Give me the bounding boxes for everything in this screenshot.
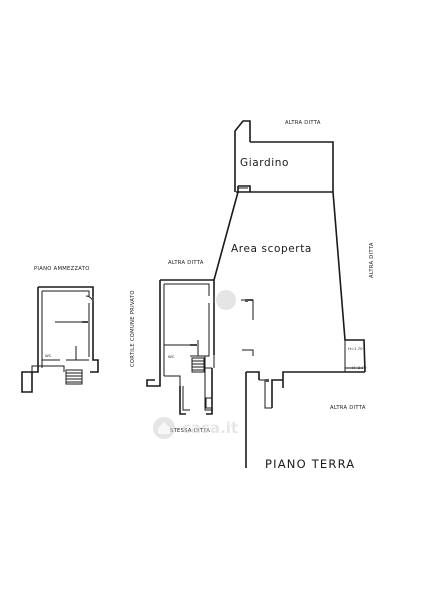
label-stessa-ditta: STESSA DITTA <box>170 428 210 434</box>
piano-terra-plan <box>146 120 366 468</box>
watermark-logo: casa.it <box>153 290 238 439</box>
label-altra-ditta-bottom: ALTRA DITTA <box>330 405 366 411</box>
label-wc-mid: WC <box>168 354 175 359</box>
label-cortile: CORTILE COMUNE PRIVATO <box>130 290 136 367</box>
label-height-1: H=1.70 <box>348 346 363 351</box>
label-area-scoperta: Area scoperta <box>231 243 312 255</box>
label-altra-ditta-right: ALTRA DITTA <box>369 242 375 278</box>
stairs-terra <box>191 357 205 373</box>
label-altra-ditta-top: ALTRA DITTA <box>285 120 321 126</box>
label-wc-left: WC <box>45 353 52 358</box>
label-giardino: Giardino <box>240 157 289 169</box>
label-altra-ditta-left: ALTRA DITTA <box>168 260 204 266</box>
stairs-ammezzato <box>65 369 83 385</box>
label-piano-ammezzato: PIANO AMMEZZATO <box>34 266 90 272</box>
label-piano-terra: PIANO TERRA <box>265 457 355 471</box>
piano-ammezzato-plan <box>21 286 99 393</box>
label-height-2: H=2.00 <box>352 365 367 370</box>
watermark-text: casa.it <box>182 419 238 437</box>
